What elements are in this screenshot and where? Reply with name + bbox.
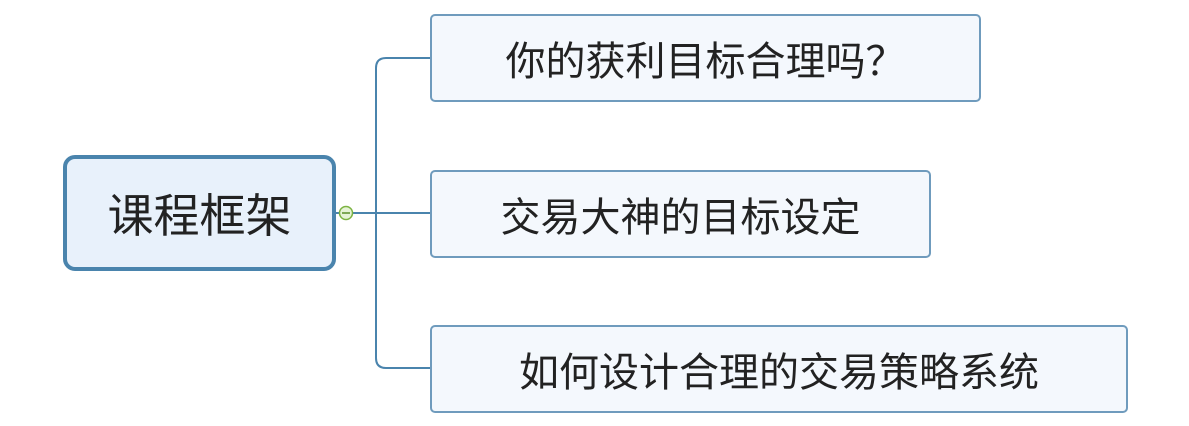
subtopic-2[interactable]: 交易大神的目标设定 xyxy=(430,170,931,258)
root-topic[interactable]: 课程框架 xyxy=(63,155,336,271)
collapse-toggle-icon[interactable] xyxy=(338,205,354,221)
subtopic-label: 交易大神的目标设定 xyxy=(500,195,861,241)
subtopic-label: 你的获利目标合理吗？ xyxy=(505,39,906,85)
subtopic-label: 如何设计合理的交易策略系统 xyxy=(519,350,1039,396)
subtopic-3[interactable]: 如何设计合理的交易策略系统 xyxy=(430,325,1128,413)
root-topic-label: 课程框架 xyxy=(107,189,292,243)
subtopic-1[interactable]: 你的获利目标合理吗？ xyxy=(430,14,981,102)
